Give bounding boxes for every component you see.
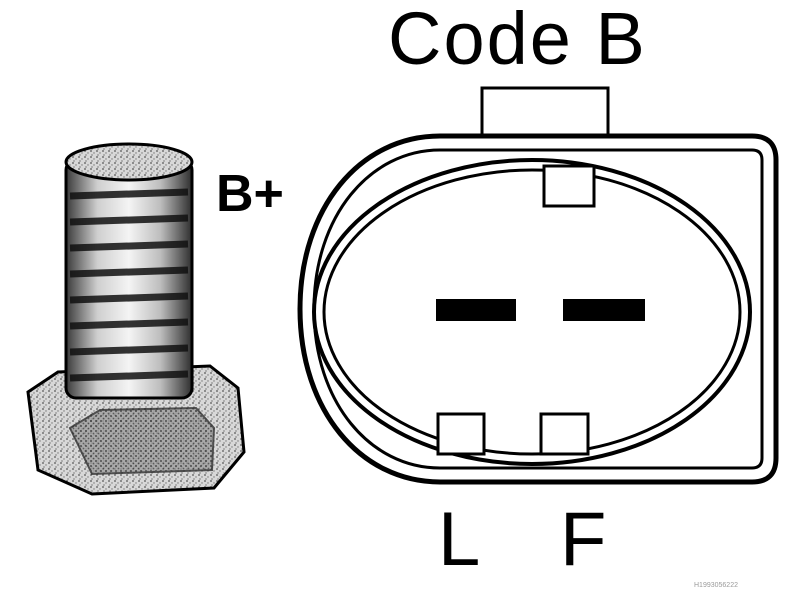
bplus-terminal-bolt [26,142,246,496]
pin-slot-l [436,412,486,456]
socket-oval-outer [312,158,752,466]
bplus-terminal-label: B+ [216,165,284,223]
pin-f-label: F [560,497,607,582]
pin-l-label: L [438,497,481,582]
housing-inner-outline [312,148,764,470]
contact-blade-left [436,299,516,321]
pin-slot-f [539,412,590,456]
bolt-hex-face [68,406,216,476]
bolt-threads [69,188,189,382]
socket-oval-inner [322,168,742,456]
key-notch [542,164,596,208]
contact-blade-right [563,299,645,321]
watermark-text: H1993056222 [694,582,738,589]
code-key-tab [480,86,610,138]
connector-housing [297,86,779,485]
connector-code-label: Code B [388,0,647,80]
housing-outer-shell [297,133,779,485]
bolt-top [64,142,194,182]
